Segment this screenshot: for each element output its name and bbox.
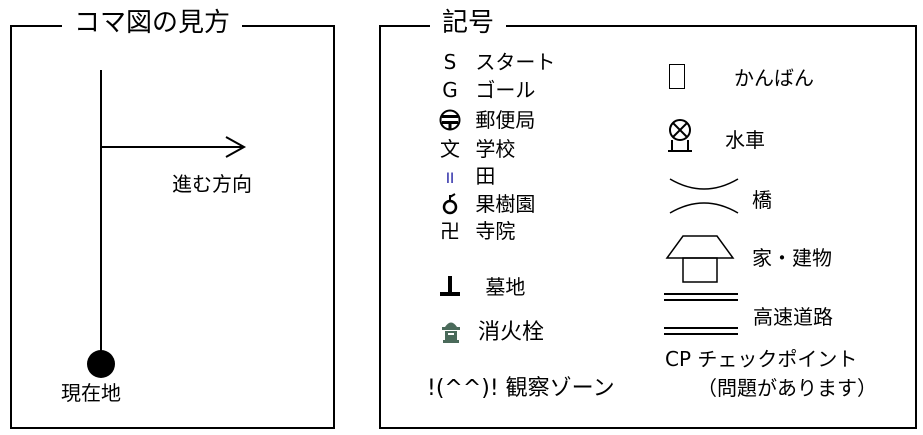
legend-goal: G ゴール [437, 78, 535, 102]
legend-hydrant: 消火栓 [437, 318, 544, 346]
school-symbol: 文 [440, 137, 460, 161]
legend-rice-field: II 田 [437, 164, 496, 191]
highway-label: 高速道路 [753, 305, 833, 329]
fire-hydrant-icon [442, 322, 460, 343]
rice-field-label: 田 [475, 164, 496, 188]
highway-icon [664, 293, 738, 335]
legend-temple: 卍 寺院 [437, 219, 515, 243]
bridge-icon [669, 178, 739, 214]
direction-arrow-head [225, 136, 247, 158]
current-position-dot [87, 350, 115, 378]
current-position-label: 現在地 [61, 381, 121, 405]
watch-zone-label: !(^^)! 観察ゾーン [427, 376, 615, 401]
signboard-icon [669, 64, 685, 89]
post-office-icon [439, 109, 461, 131]
post-office-label: 郵便局 [475, 108, 536, 132]
legend-title: 記号 [430, 8, 507, 38]
legend-school: 文 学校 [437, 137, 515, 161]
direction-label: 進む方向 [172, 172, 252, 196]
checkpoint-label: CP チェックポイント [665, 347, 858, 371]
orchard-label: 果樹園 [475, 192, 536, 216]
house-icon [665, 235, 735, 283]
grave-icon [440, 276, 460, 296]
legend-start: S スタート [437, 50, 556, 74]
bridge-label: 橋 [752, 188, 772, 212]
goal-label: ゴール [475, 78, 536, 102]
house-label: 家・建物 [752, 246, 832, 270]
temple-label: 寺院 [475, 219, 516, 243]
legend-orchard: 果樹園 [437, 192, 535, 216]
koma-title: コマ図の見方 [62, 8, 243, 38]
grave-label: 墓地 [485, 275, 526, 299]
legend-grave: 墓地 [437, 274, 525, 299]
water-wheel-icon [668, 119, 692, 152]
goal-symbol: G [442, 78, 458, 102]
hydrant-label: 消火栓 [478, 320, 545, 345]
signboard-label: かんばん [734, 66, 814, 90]
water-wheel-label: 水車 [725, 128, 765, 152]
legend-panel [379, 25, 917, 429]
rice-field-symbol: II [445, 171, 455, 187]
checkpoint-note: （問題があります） [697, 376, 877, 400]
school-label: 学校 [475, 137, 516, 161]
start-label: スタート [475, 50, 556, 74]
start-symbol: S [443, 50, 457, 74]
legend-post-office: 郵便局 [437, 108, 535, 132]
temple-symbol: 卍 [440, 219, 460, 243]
orchard-icon [442, 193, 458, 215]
